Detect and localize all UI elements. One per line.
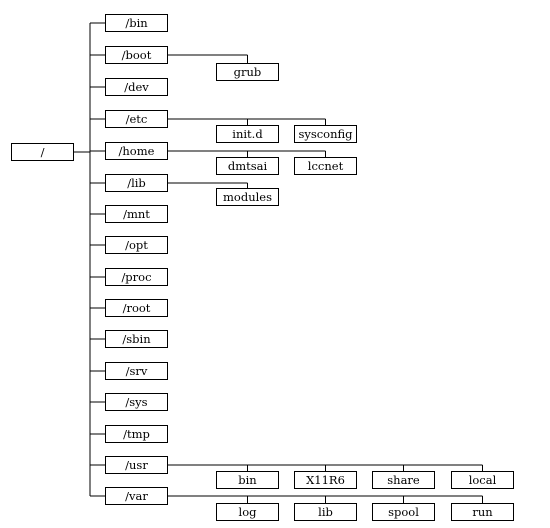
node-proc: /proc	[105, 268, 168, 286]
node-opt: /opt	[105, 236, 168, 254]
node-var-log: log	[216, 503, 279, 521]
node-home-lccnet: lccnet	[294, 157, 357, 175]
node-srv: /srv	[105, 362, 168, 380]
node-usr: /usr	[105, 456, 168, 474]
node-lib-modules: modules	[216, 188, 279, 206]
node-etc-initd: init.d	[216, 125, 279, 143]
node-root-home: /root	[105, 299, 168, 317]
node-usr-share: share	[372, 471, 435, 489]
node-home: /home	[105, 142, 168, 160]
node-boot: /boot	[105, 46, 168, 64]
node-usr-bin: bin	[216, 471, 279, 489]
node-boot-grub: grub	[216, 63, 279, 81]
node-sbin: /sbin	[105, 330, 168, 348]
node-root: /	[11, 143, 74, 161]
node-bin: /bin	[105, 14, 168, 32]
node-var-lib: lib	[294, 503, 357, 521]
node-var-spool: spool	[372, 503, 435, 521]
node-lib: /lib	[105, 174, 168, 192]
node-etc-sysconfig: sysconfig	[294, 125, 357, 143]
node-usr-x11r6: X11R6	[294, 471, 357, 489]
node-etc: /etc	[105, 110, 168, 128]
node-sys: /sys	[105, 393, 168, 411]
node-var-run: run	[451, 503, 514, 521]
node-mnt: /mnt	[105, 205, 168, 223]
node-tmp: /tmp	[105, 425, 168, 443]
node-var: /var	[105, 487, 168, 505]
node-usr-local: local	[451, 471, 514, 489]
node-home-dmtsai: dmtsai	[216, 157, 279, 175]
node-dev: /dev	[105, 78, 168, 96]
